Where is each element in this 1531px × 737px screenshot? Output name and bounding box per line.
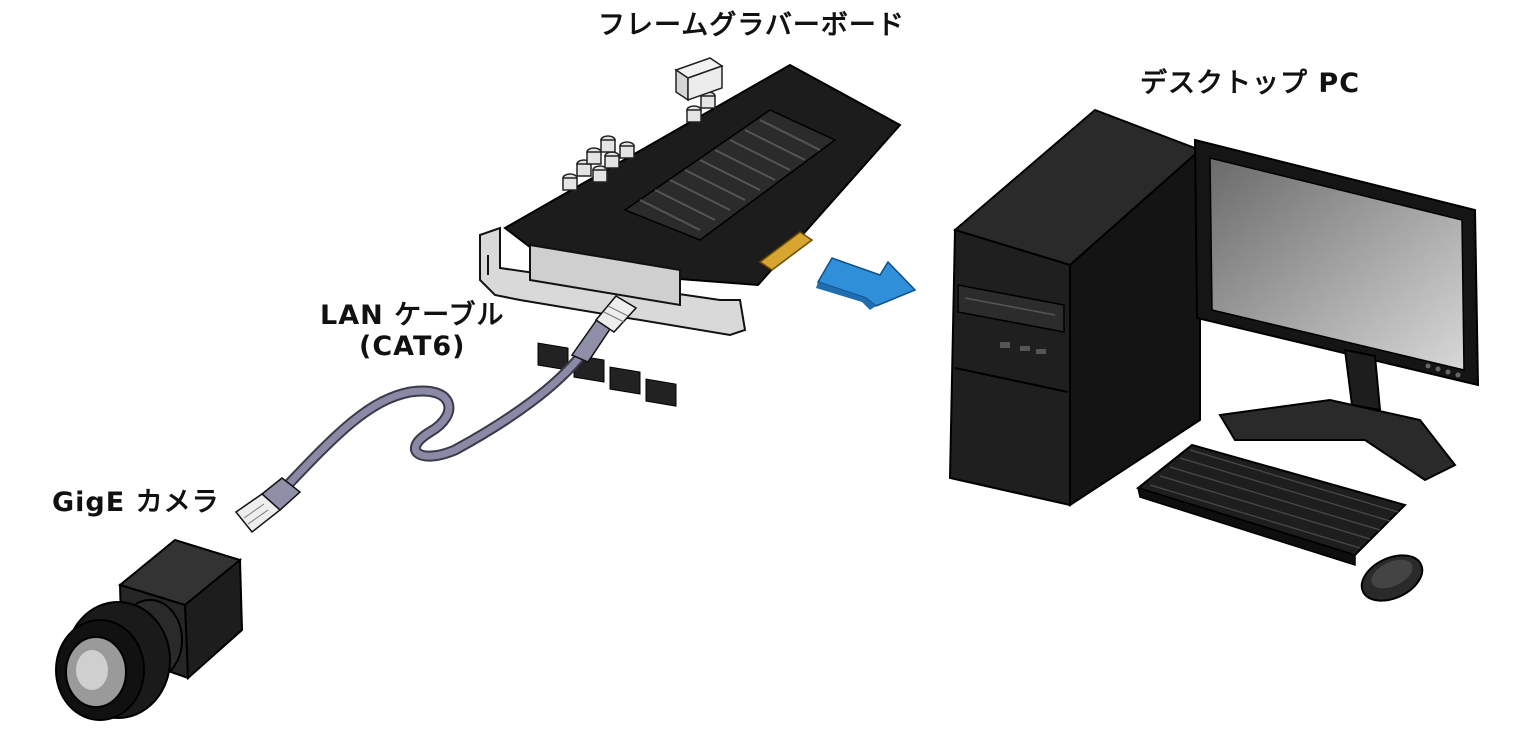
rj45-ports xyxy=(529,243,681,407)
pci-bracket xyxy=(479,226,747,337)
desktop-pc-label: デスクトップ PC xyxy=(1140,68,1361,99)
rj45-plug-board-side xyxy=(570,295,638,363)
gige-camera-label: GigE カメラ xyxy=(52,487,220,518)
desktop-pc xyxy=(948,108,1202,507)
tower-front xyxy=(948,228,1071,507)
rj45-port-4 xyxy=(645,378,677,407)
lan-cable-label: LAN ケーブル (CAT6) xyxy=(320,300,504,362)
frame-grabber-label: フレームグラバーボード xyxy=(598,10,905,41)
capacitors xyxy=(562,91,716,191)
rj45-plug-camera-side xyxy=(234,477,302,534)
frame-grabber-board xyxy=(479,57,902,407)
monitor-base xyxy=(1218,398,1457,482)
rj45-port-1 xyxy=(537,342,569,371)
monitor-screen xyxy=(1209,157,1465,371)
lan-cable xyxy=(234,295,638,534)
rj45-port-3 xyxy=(609,366,641,395)
lan-cable-label-line1: LAN ケーブル xyxy=(320,300,505,331)
power-connector xyxy=(674,57,724,102)
usb-port-2 xyxy=(1036,349,1046,354)
pcie-gold-contacts xyxy=(758,231,814,271)
usb-port-1 xyxy=(1020,346,1030,351)
insert-arrow xyxy=(816,257,917,310)
front-button xyxy=(1000,342,1010,348)
lan-cable-label-line2: (CAT6) xyxy=(358,331,466,363)
gige-camera xyxy=(55,538,244,721)
mouse xyxy=(1360,554,1424,602)
optical-drive xyxy=(957,284,1065,333)
heatsink xyxy=(623,109,837,241)
keyboard xyxy=(1135,443,1407,567)
monitor-stand xyxy=(1343,348,1382,412)
monitor xyxy=(1193,138,1480,482)
